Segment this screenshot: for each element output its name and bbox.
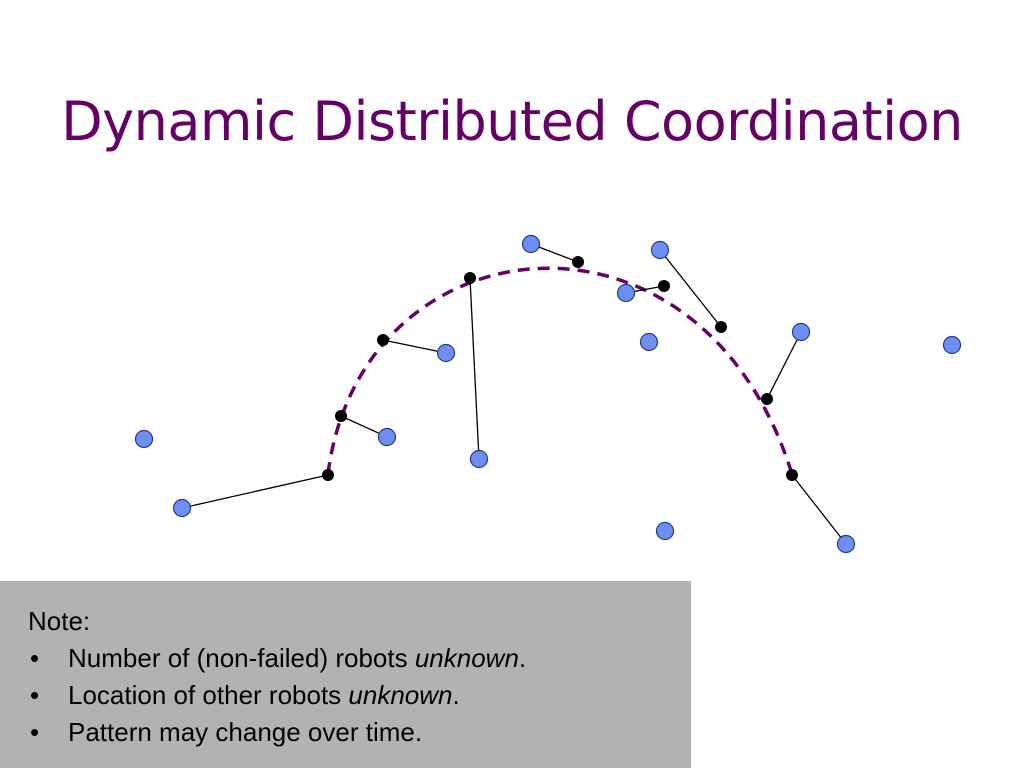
robot: [639, 332, 659, 352]
note-item-suffix: .: [518, 643, 527, 673]
note-item-text: Pattern may change over time.: [68, 717, 423, 747]
robot: [942, 335, 962, 355]
robot: [650, 240, 670, 260]
robot: [469, 449, 489, 469]
robot: [616, 283, 636, 303]
target-pattern-curve: [326, 266, 794, 475]
target-point: [322, 469, 334, 481]
assignment-link: [791, 474, 847, 545]
note-item: • Pattern may change over time.: [28, 714, 691, 751]
target-point: [335, 410, 347, 422]
robot: [655, 521, 675, 541]
robot: [377, 427, 397, 447]
robot: [134, 429, 154, 449]
robots: [134, 234, 962, 554]
robot: [172, 498, 192, 518]
target-point: [377, 334, 389, 346]
note-item-emphasis: unknown: [414, 643, 519, 673]
assignment-link: [469, 277, 480, 460]
note-item-emphasis: unknown: [348, 680, 453, 710]
target-point: [786, 469, 798, 481]
target-point: [761, 393, 773, 405]
bullet-icon: •: [30, 643, 40, 673]
note-box: Note: • Number of (non-failed) robots unk…: [0, 581, 691, 768]
slide-title: Dynamic Distributed Coordination: [61, 90, 963, 153]
note-item: • Location of other robots unknown.: [28, 677, 691, 714]
note-item-text: Number of (non-failed) robots: [68, 643, 415, 673]
assignment-link: [766, 331, 802, 400]
note-item-suffix: .: [452, 680, 460, 710]
bullet-icon: •: [30, 680, 40, 710]
bullet-icon: •: [30, 717, 40, 747]
assignment-link: [382, 339, 447, 354]
robot: [791, 322, 811, 342]
target-point: [464, 272, 476, 284]
assignment-link: [659, 249, 722, 328]
assignment-link: [181, 474, 329, 509]
assignment-links: [181, 243, 847, 545]
note-heading: Note:: [28, 606, 91, 636]
robot: [521, 234, 541, 254]
target-point: [572, 256, 584, 268]
note-item: • Number of (non-failed) robots unknown.: [28, 640, 691, 677]
robot: [436, 343, 456, 363]
note-item-text: Location of other robots: [68, 680, 349, 710]
target-points: [322, 256, 798, 481]
target-point: [715, 321, 727, 333]
target-point: [658, 280, 670, 292]
note-list: •Number of (non-failed) robots unknown. …: [28, 640, 691, 751]
robot: [836, 534, 856, 554]
